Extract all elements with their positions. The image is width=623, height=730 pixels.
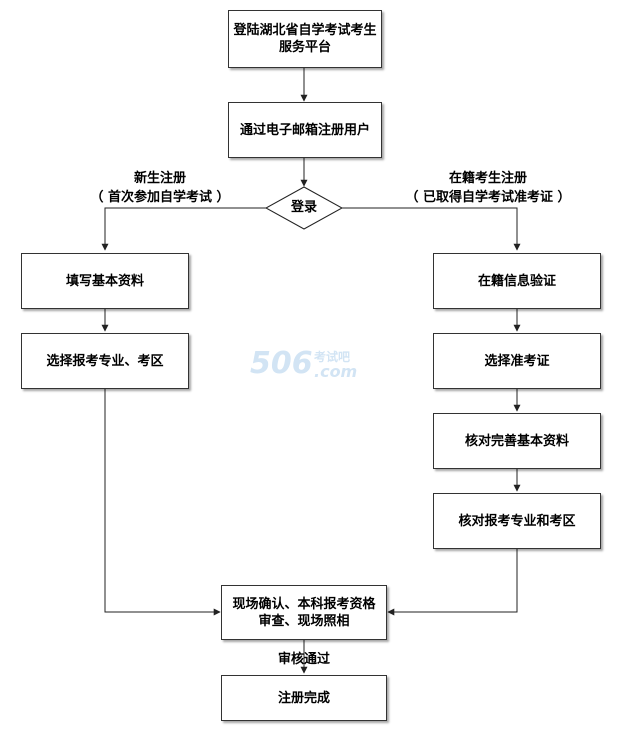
node-choose-major: 选择报考专业、考区 <box>21 333 189 389</box>
node-register-email: 通过电子邮箱注册用户 <box>228 102 382 158</box>
node-check-basic: 核对完善基本资料 <box>433 413 601 469</box>
node-verify-enrolled: 在籍信息验证 <box>433 253 601 309</box>
node-login: 登录 <box>290 200 317 215</box>
watermark-logo: 506 考试吧 .com <box>250 346 380 386</box>
node-check-major: 核对报考专业和考区 <box>433 493 601 549</box>
watermark-number: 506 <box>250 346 313 381</box>
arrow-checkmajor-to-onsite <box>387 549 518 616</box>
watermark-com: .com <box>314 362 358 381</box>
label-new-student-note: （ 首次参加自学考试 ） <box>90 190 230 205</box>
label-new-student-title: 新生注册 <box>133 171 186 186</box>
node-done: 注册完成 <box>221 675 387 721</box>
label-enrolled-title: 在籍考生注册 <box>448 171 527 186</box>
label-approved: 审核通过 <box>277 652 330 667</box>
node-onsite: 现场确认、本科报考资格审查、现场照相 <box>221 585 387 640</box>
arrow-login-to-right <box>342 207 521 251</box>
node-choose-ticket: 选择准考证 <box>433 333 601 389</box>
login-diamond <box>264 186 344 230</box>
arrow-choose-to-onsite <box>104 389 221 616</box>
watermark-cn: 考试吧 <box>314 350 351 364</box>
arrow-login-to-left <box>101 207 266 251</box>
label-enrolled-note: （ 已取得自学考试准考证 ） <box>405 190 571 205</box>
node-fill-basic: 填写基本资料 <box>21 253 189 309</box>
node-start: 登陆湖北省自学考试考生服务平台 <box>228 10 382 68</box>
